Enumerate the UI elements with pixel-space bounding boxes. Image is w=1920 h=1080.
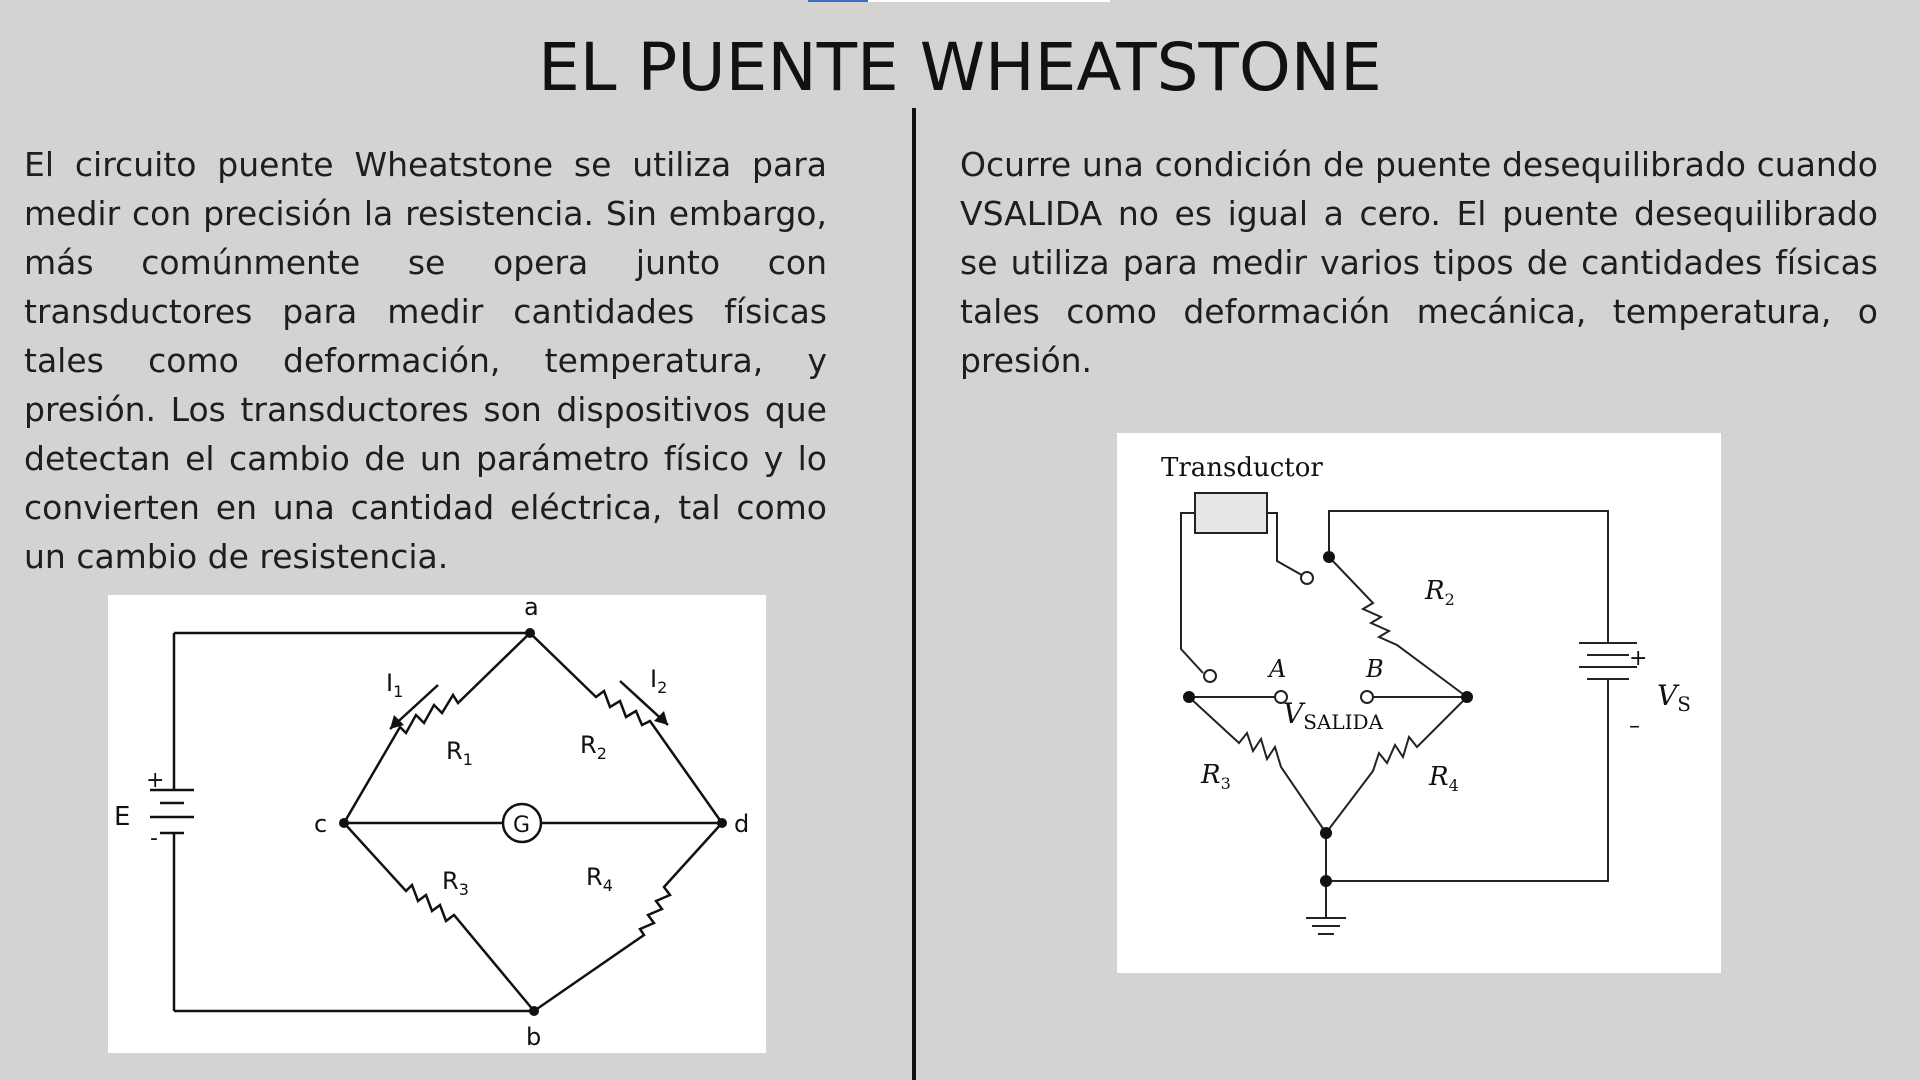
r3-resistor bbox=[343, 822, 535, 1012]
r3-label: R3 bbox=[1200, 760, 1231, 793]
node-bottom-dot bbox=[1320, 827, 1332, 839]
terminal-transducer-left bbox=[1203, 669, 1217, 683]
node-d-dot bbox=[717, 818, 727, 828]
node-ground-dot bbox=[1320, 875, 1332, 887]
transducer-box bbox=[1194, 492, 1268, 534]
r3-resistor bbox=[1188, 696, 1327, 834]
vs-label: VS bbox=[1657, 679, 1691, 716]
transducer-wire-left bbox=[1180, 512, 1204, 674]
r1-label: R1 bbox=[446, 737, 473, 769]
left-paragraph: El circuito puente Wheatstone se utiliza… bbox=[24, 145, 827, 576]
battery-minus: - bbox=[150, 826, 158, 851]
r2-label: R2 bbox=[1424, 576, 1455, 609]
r2-label: R2 bbox=[580, 731, 607, 763]
node-b-label: B bbox=[1365, 655, 1384, 683]
node-c-dot bbox=[339, 818, 349, 828]
r4-label: R4 bbox=[586, 863, 613, 895]
node-a-dot bbox=[525, 628, 535, 638]
node-c-label: c bbox=[314, 810, 327, 838]
source-label: E bbox=[114, 802, 130, 832]
slide-title: EL PUENTE WHEATSTONE bbox=[538, 29, 1382, 106]
unbalanced-bridge-diagram: Transductor R2 R3 R4 A B VSALIDA VS + – bbox=[1117, 433, 1721, 973]
r4-label: R4 bbox=[1428, 762, 1459, 795]
r3-label: R3 bbox=[442, 867, 469, 899]
r4-resistor bbox=[1325, 696, 1468, 834]
node-right-dot bbox=[1461, 691, 1473, 703]
terminal-transducer-top bbox=[1300, 571, 1314, 585]
node-left-dot bbox=[1183, 691, 1195, 703]
vs-minus: – bbox=[1629, 714, 1640, 739]
wire-right-lower bbox=[1326, 679, 1609, 882]
current-2-label: I2 bbox=[650, 665, 667, 697]
slide-top-accent bbox=[808, 0, 868, 2]
transducer-wire-right bbox=[1267, 512, 1308, 579]
right-paragraph: Ocurre una condición de puente desequili… bbox=[960, 145, 1878, 380]
r2-resistor bbox=[1328, 556, 1468, 698]
current-1-label: I1 bbox=[386, 669, 403, 701]
r4-resistor bbox=[533, 822, 723, 1013]
galvanometer bbox=[501, 802, 543, 844]
node-b-label: b bbox=[526, 1023, 541, 1051]
node-d-label: d bbox=[734, 810, 749, 838]
node-a-label: A bbox=[1267, 655, 1286, 683]
vs-plus: + bbox=[1629, 646, 1647, 671]
r2-resistor bbox=[529, 632, 724, 824]
node-b-dot bbox=[529, 1006, 539, 1016]
wheatstone-bridge-diagram: a b c d E + - I1 I2 R1 R2 R3 R4 G bbox=[108, 595, 766, 1053]
vout-label: VSALIDA bbox=[1283, 697, 1384, 734]
node-top-dot bbox=[1323, 551, 1335, 563]
slide-top-bar bbox=[808, 0, 1110, 2]
battery-plus: + bbox=[146, 768, 164, 793]
terminal-a bbox=[1274, 690, 1288, 704]
galvanometer-label: G bbox=[513, 813, 530, 838]
terminal-b bbox=[1360, 690, 1374, 704]
node-a-label: a bbox=[524, 595, 539, 621]
r1-resistor bbox=[342, 632, 531, 824]
transducer-label: Transductor bbox=[1161, 453, 1323, 483]
column-divider bbox=[912, 108, 916, 1080]
wire-top bbox=[1328, 510, 1609, 633]
